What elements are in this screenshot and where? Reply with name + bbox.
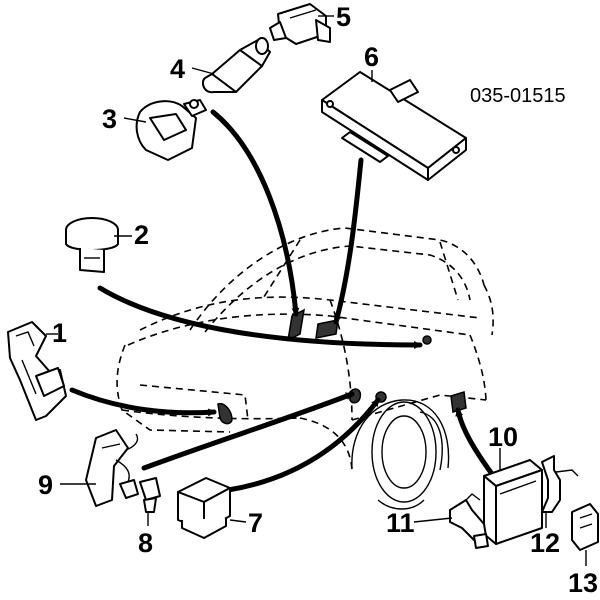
callout-3: 3 — [102, 104, 117, 134]
car-body-outline — [116, 227, 494, 471]
callout-12: 12 — [530, 528, 560, 558]
part-9-bracket — [85, 429, 139, 507]
part-1-bracket — [7, 321, 67, 421]
callout-2: 2 — [134, 220, 149, 250]
part-10-ecu — [483, 459, 543, 545]
part-6-module — [321, 71, 467, 181]
part-3-actuator — [135, 99, 207, 161]
callout-7: 7 — [248, 508, 263, 538]
part-7-relay — [177, 477, 231, 539]
callout-4: 4 — [170, 54, 185, 84]
part-13-connector — [571, 503, 599, 551]
callout-8: 8 — [138, 528, 153, 558]
part-2-sensor — [65, 217, 119, 273]
callout-labels: 5 4 6 3 2 1 9 8 7 10 11 12 13 — [38, 2, 598, 598]
mounting-points — [217, 308, 467, 425]
part-4-sensor — [201, 37, 271, 94]
callout-11: 11 — [386, 508, 415, 538]
part-8-sensor — [139, 477, 161, 513]
callout-6: 6 — [364, 42, 379, 72]
part-5-sensor — [269, 3, 331, 45]
callout-13: 13 — [568, 568, 598, 598]
callout-1: 1 — [52, 318, 67, 348]
leader-lines — [46, 15, 587, 566]
front-wheel — [351, 399, 450, 510]
part-11-bracket — [449, 493, 489, 549]
connection-arrows — [69, 109, 495, 493]
callout-9: 9 — [38, 470, 53, 500]
part-12-bracket — [541, 455, 579, 513]
diagram-code: 035-01515 — [470, 85, 566, 107]
callout-5: 5 — [336, 2, 351, 32]
callout-10: 10 — [488, 422, 518, 452]
